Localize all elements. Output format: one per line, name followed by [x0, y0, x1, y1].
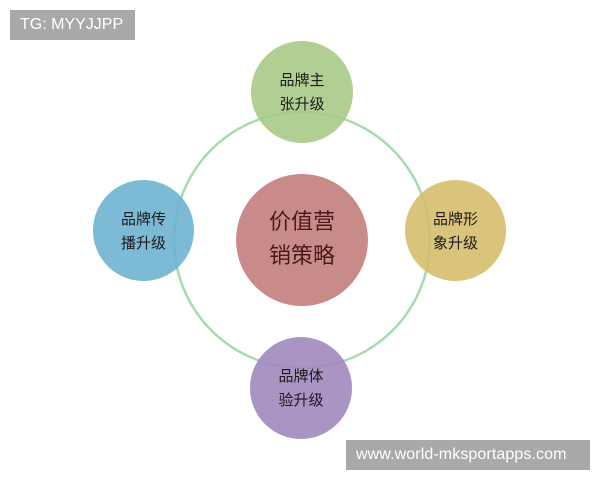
- node-right-line-1: 品牌形: [432, 209, 478, 228]
- node-left-line-2: 播升级: [120, 233, 166, 252]
- node-brand-proposition: 品牌主 张升级: [251, 41, 353, 143]
- node-bottom-line-2: 验升级: [278, 391, 324, 409]
- node-bottom-line-1: 品牌体: [278, 367, 324, 385]
- node-left-line-1: 品牌传: [120, 209, 166, 228]
- watermark-top-left: TG: MYYJJPP: [10, 10, 135, 40]
- center-line-1: 价值营: [268, 210, 335, 235]
- node-brand-communication: 品牌传 播升级: [93, 180, 194, 281]
- node-top-line-2: 张升级: [279, 95, 325, 113]
- center-node-value-marketing: 价值营 销策略: [236, 174, 368, 306]
- node-right-line-2: 象升级: [432, 233, 478, 252]
- watermark-bottom-right: www.world-mksportapps.com: [346, 440, 590, 470]
- node-top-line-1: 品牌主: [279, 71, 325, 89]
- center-line-2: 销策略: [268, 244, 335, 269]
- node-brand-experience: 品牌体 验升级: [250, 337, 352, 439]
- node-brand-image: 品牌形 象升级: [405, 180, 506, 281]
